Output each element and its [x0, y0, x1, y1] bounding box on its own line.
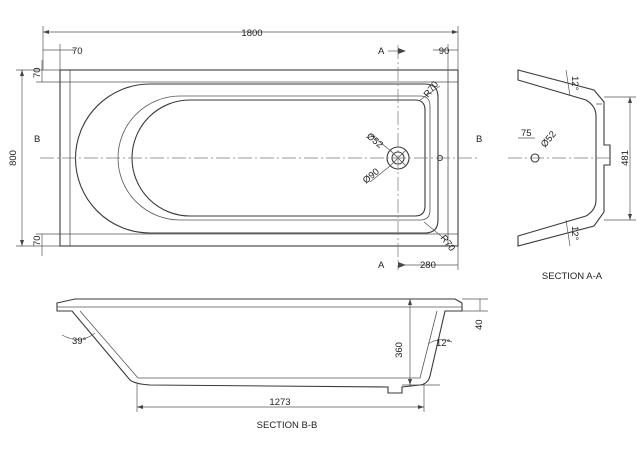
angle-leader-bottom [565, 219, 571, 247]
rim-left-label: 70 [72, 46, 83, 57]
foot-angle-arc [427, 339, 453, 345]
floor-length-label: 1273 [269, 397, 290, 408]
waste-dia-label: Ø52 [364, 131, 385, 151]
plan-bowl-outer [75, 83, 439, 234]
section-aa-caption: SECTION A-A [542, 271, 603, 282]
waste-offset-label: 280 [420, 260, 436, 271]
inner-depth-label: 360 [394, 342, 405, 358]
section-aa-view: 481 12° 12° 75 Ø52 SECTION A-A [508, 69, 636, 282]
angle-leader-top [565, 69, 571, 97]
rim-top-label: 70 [32, 67, 43, 78]
overall-length-label: 1800 [241, 28, 262, 39]
arrowhead [408, 299, 412, 305]
section-bb-caption: SECTION B-B [257, 420, 318, 431]
section-b-marker-left: B [34, 134, 40, 145]
section-aa-angle-bottom: 12° [569, 226, 580, 241]
overflow-dia-leader [369, 165, 391, 183]
rim-right-label: 90 [439, 46, 450, 57]
waste-dia-leader [369, 133, 393, 153]
arrowhead [452, 30, 458, 34]
radius-leader-bottom [423, 221, 447, 241]
rim-height-label: 40 [474, 319, 485, 330]
section-bb-view: 1273 360 40 39° 12° SECTION B-B [56, 298, 488, 431]
section-a-marker-bottom: A [378, 260, 385, 271]
section-b-marker-right: B [476, 134, 482, 145]
plan-view: 1800 70 90 A A 280 800 70 70 B B R [8, 26, 482, 271]
section-aa-waste-offset: 75 [521, 128, 532, 139]
arrowhead [628, 214, 632, 220]
rim-bottom-label: 70 [32, 235, 43, 246]
arrowhead [137, 405, 143, 409]
section-a-arrow-top [398, 48, 406, 54]
arrowhead [20, 70, 24, 76]
dimension-arrowheads [20, 30, 632, 409]
section-aa-waste-dia: Ø52 [539, 129, 559, 150]
section-aa-depth-label: 481 [620, 150, 631, 166]
section-bb-outline [56, 298, 463, 394]
end-angle-label: 39° [72, 336, 87, 347]
overall-width-label: 800 [8, 150, 19, 166]
section-aa-angle-top: 12° [569, 76, 580, 91]
arrowhead [628, 97, 632, 103]
arrowhead [418, 405, 424, 409]
section-aa-outline [517, 69, 611, 247]
section-bb-inner [79, 310, 438, 379]
plan-bowl-floor [131, 99, 426, 217]
foot-angle-label: 12° [436, 338, 451, 349]
section-aa-waste [530, 153, 540, 163]
section-a-marker-top: A [378, 46, 385, 57]
arrowhead [43, 30, 49, 34]
end-angle-arc [61, 332, 96, 340]
arrowhead [408, 379, 412, 385]
arrowhead [20, 240, 24, 246]
radius-bottom-label: R70 [438, 233, 457, 254]
overflow-dia-label: Ø90 [361, 166, 382, 186]
radius-leader-top [419, 85, 441, 101]
plan-bowl-step [117, 95, 431, 221]
